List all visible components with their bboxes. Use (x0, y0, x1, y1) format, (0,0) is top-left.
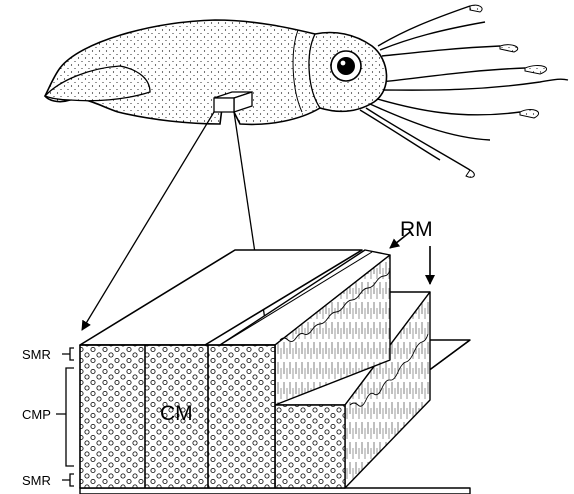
squid-tentacles (360, 6, 568, 170)
layer-brackets (56, 348, 74, 486)
smr-top-bracket (62, 348, 74, 360)
tissue-block-detail (80, 250, 470, 494)
squid-illustration (45, 5, 568, 177)
label-rm: RM (400, 218, 433, 241)
cmp-bracket (56, 368, 74, 466)
label-smr-bottom: SMR (22, 473, 51, 488)
label-cmp: CMP (22, 407, 51, 422)
label-smr-top: SMR (22, 347, 51, 362)
squid-eye (331, 51, 361, 81)
smr-bottom-bracket (62, 474, 74, 486)
lower-step-front (275, 405, 345, 488)
label-cm: CM (160, 402, 193, 425)
base-layer-front (80, 488, 470, 494)
squid-arm-tips (466, 5, 547, 177)
